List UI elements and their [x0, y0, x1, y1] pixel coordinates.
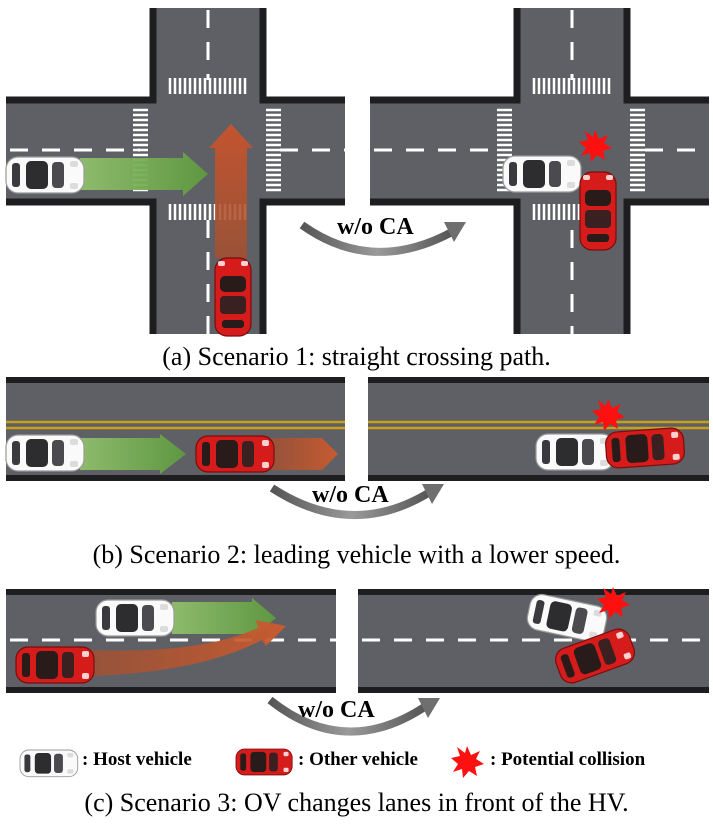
- host-vehicle: [5, 434, 85, 472]
- legend-other-label: : Other vehicle: [298, 749, 418, 770]
- legend-other-car-icon: [235, 748, 293, 776]
- curved-arrow: [269, 484, 433, 519]
- scenario-3-after: [358, 587, 709, 693]
- legend-collision-label: : Potential collision: [490, 749, 646, 770]
- curved-arrow: [267, 696, 429, 736]
- scenario-3-before: [6, 589, 336, 693]
- caption-scenario-1: (a) Scenario 1: straight crossing path.: [162, 342, 551, 371]
- host-vehicle: [95, 599, 175, 637]
- other-vehicle: [214, 257, 252, 337]
- scenario-2-after: [368, 377, 709, 481]
- host-vehicle: [502, 155, 582, 193]
- legend-host-label: : Host vehicle: [82, 749, 192, 770]
- legend-collision-icon: [451, 746, 484, 778]
- host-path-arrow: [80, 152, 208, 196]
- host-path-arrow: [80, 434, 186, 474]
- other-path-arrow: [209, 124, 253, 258]
- wo-ca-label-1: w/o CA: [337, 214, 414, 240]
- scenario-2-before: [5, 377, 345, 481]
- legend-host-car-icon: [19, 749, 79, 778]
- other-path-arrow: [270, 438, 338, 470]
- caption-scenario-2: (b) Scenario 2: leading vehicle with a l…: [92, 540, 621, 569]
- curved-arrow: [299, 221, 454, 256]
- scenario-1-before: [5, 8, 345, 337]
- caption-scenario-3: (c) Scenario 3: OV changes lanes in fron…: [84, 788, 629, 817]
- other-vehicle: [15, 646, 95, 684]
- other-vehicle: [195, 435, 275, 473]
- scenario-1-after: [370, 8, 709, 334]
- host-vehicle: [5, 156, 85, 194]
- other-vehicle: [579, 171, 617, 251]
- host-path-arrow: [172, 598, 276, 638]
- wo-ca-label-3: w/o CA: [298, 697, 375, 723]
- host-vehicle: [535, 433, 615, 471]
- other-vehicle: [604, 426, 686, 470]
- wo-ca-label-2: w/o CA: [312, 482, 389, 508]
- other-path-arrow: [92, 620, 286, 676]
